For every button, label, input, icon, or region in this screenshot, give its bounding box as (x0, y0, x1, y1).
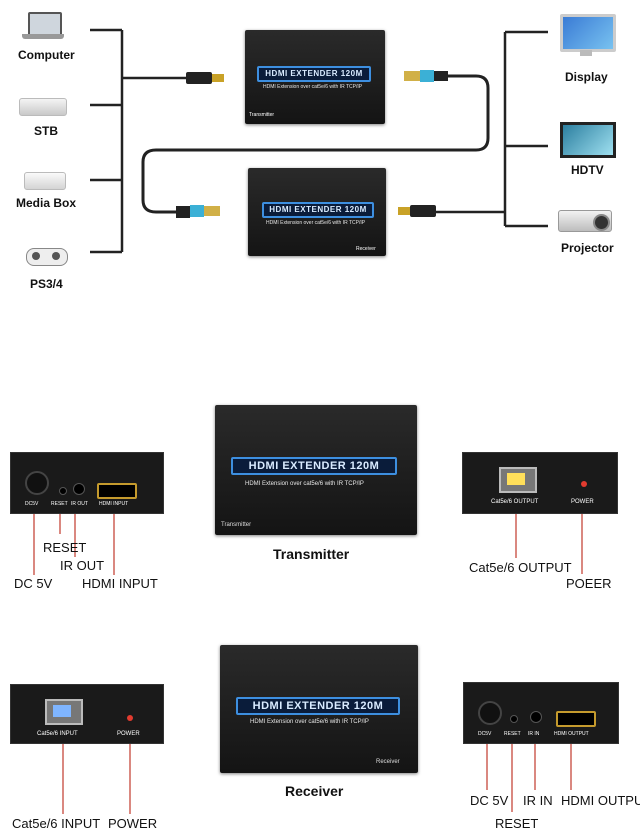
port-label-hdmi-input: HDMI INPUT (99, 501, 129, 507)
port-label-power: POWER (571, 499, 594, 505)
callout-ir-out: IR OUT (60, 558, 105, 573)
device-label-projector: Projector (561, 241, 614, 255)
rj45-port-icon (45, 699, 83, 725)
device-label-display: Display (565, 70, 608, 84)
receiver-title: Receiver (285, 783, 344, 799)
stb-icon (19, 98, 67, 116)
dc-jack-icon (478, 701, 502, 725)
hdtv-icon (560, 122, 616, 158)
callout-cat-output: Cat5e/6 OUTPUT (469, 560, 572, 575)
receiver-right-panel: DC5V RESET IR IN HDMI OUTPUT (463, 682, 619, 744)
receiver-left-panel: Cat5e/6 INPUT POWER (10, 684, 164, 744)
device-label-stb: STB (34, 124, 58, 138)
ir-out-jack-icon (73, 483, 85, 495)
receiver-unit: HDMI EXTENDER 120M HDMI Extension over c… (220, 645, 418, 773)
callout-cat-input: Cat5e/6 INPUT (12, 816, 101, 831)
device-label-hdtv: HDTV (571, 163, 604, 177)
port-label-dc5v: DC5V (25, 501, 39, 507)
receiver-subtitle: HDMI Extension over cat5e/6 with IR TCP/… (250, 719, 369, 725)
port-label-cat-output: Cat5e/6 OUTPUT (491, 499, 539, 505)
computer-icon (22, 12, 64, 40)
top-transmitter-unit: HDMI EXTENDER 120M HDMI Extension over c… (245, 30, 385, 124)
device-label-ps3-4: PS3/4 (30, 277, 63, 291)
top-transmitter-badge: HDMI EXTENDER 120M (257, 66, 371, 82)
device-label-computer: Computer (18, 48, 75, 62)
reset-button-icon (510, 715, 518, 723)
media-box-icon (24, 172, 66, 190)
top-transmitter-corner-label: Transmitter (249, 112, 275, 118)
port-label-cat-input: Cat5e/6 INPUT (37, 731, 78, 737)
transmitter-subtitle: HDMI Extension over cat5e/6 with IR TCP/… (245, 481, 364, 487)
top-receiver-unit: HDMI EXTENDER 120M HDMI Extension over c… (248, 168, 386, 256)
transmitter-badge: HDMI EXTENDER 120M (231, 457, 397, 475)
receiver-badge: HDMI EXTENDER 120M (236, 697, 400, 715)
top-receiver-badge: HDMI EXTENDER 120M (262, 202, 374, 218)
wiring-lines (90, 28, 548, 254)
top-receiver-subtitle: HDMI Extension over cat5e/6 with IR TCP/… (266, 220, 366, 226)
projector-icon (558, 210, 612, 232)
transmitter-corner-label: Transmitter (221, 522, 252, 528)
hdmi-port-icon (556, 711, 596, 727)
callout-ir-in: IR IN (523, 793, 553, 808)
transmitter-title: Transmitter (273, 546, 350, 562)
callout-power: POWER (108, 816, 158, 831)
rj45-port-icon (499, 467, 537, 493)
dc-jack-icon (25, 471, 49, 495)
gamepad-icon (26, 244, 68, 268)
power-led-icon (127, 715, 133, 721)
callout-poeer: POEER (566, 576, 612, 591)
port-label-hdmi-output: HDMI OUTPUT (554, 731, 589, 737)
transmitter-left-panel: DC5V RESET IR OUT HDMI INPUT (10, 452, 164, 514)
port-label-reset: RESET (51, 501, 68, 507)
port-label-power: POWER (117, 731, 140, 737)
ir-in-jack-icon (530, 711, 542, 723)
device-label-media-box: Media Box (16, 196, 77, 210)
reset-button-icon (59, 487, 67, 495)
port-label-ir-out: IR OUT (71, 501, 88, 507)
port-label-ir-in: IR IN (528, 731, 540, 737)
power-led-icon (581, 481, 587, 487)
transmitter-unit: HDMI EXTENDER 120M HDMI Extension over c… (215, 405, 417, 535)
port-label-reset: RESET (504, 731, 521, 737)
port-label-dc5v: DC5V (478, 731, 492, 737)
callout-hdmi-output: HDMI OUTPU (561, 793, 640, 808)
callout-reset: RESET (495, 816, 539, 831)
callout-reset: RESET (43, 540, 87, 555)
display-icon (560, 14, 616, 58)
top-transmitter-subtitle: HDMI Extension over cat5e/6 with IR TCP/… (263, 84, 363, 90)
callout-hdmi-input: HDMI INPUT (82, 576, 158, 591)
callout-dc-5v: DC 5V (470, 793, 509, 808)
callout-dc-5v: DC 5V (14, 576, 53, 591)
hdmi-port-icon (97, 483, 137, 499)
receiver-corner-label: Receiver (376, 759, 400, 765)
top-receiver-corner-label: Receiver (356, 246, 376, 252)
transmitter-right-panel: Cat5e/6 OUTPUT POWER (462, 452, 618, 514)
